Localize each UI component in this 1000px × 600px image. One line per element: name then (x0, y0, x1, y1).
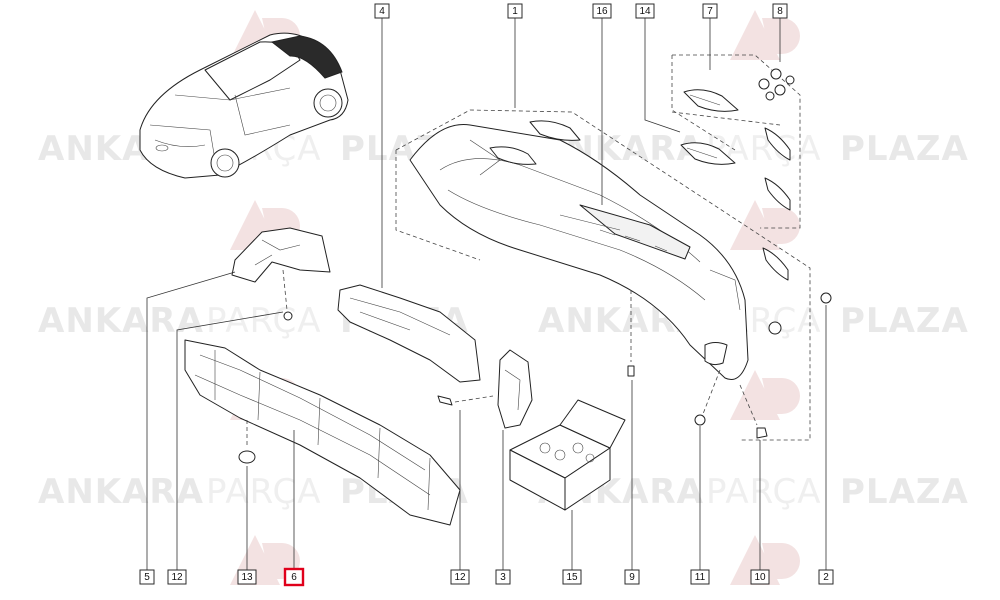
svg-text:13: 13 (241, 572, 253, 583)
right-bumper-bracket (497, 349, 533, 429)
callout-label-14: 14 (635, 3, 655, 19)
rear-bumper-cover (409, 120, 749, 380)
callout-label-11: 11 (690, 569, 710, 585)
watermark-word: PLAZA (840, 301, 969, 341)
callout-label-3: 3 (495, 569, 511, 585)
svg-text:6: 6 (291, 572, 297, 583)
callout-label-9: 9 (624, 569, 640, 585)
watermark-logo-icon (730, 200, 800, 250)
watermark-logo-icon (730, 370, 800, 420)
callout-label-7: 7 (702, 3, 718, 19)
left-bumper-bracket (231, 227, 331, 283)
callout-labels: 4 1 16 14 7 8 5 12 (139, 3, 834, 587)
callout-label-16: 16 (592, 3, 612, 19)
watermark-word: ANKARA (38, 472, 204, 512)
callout-label-8: 8 (772, 3, 788, 19)
reflector-trims (680, 89, 739, 165)
fastener-11 (694, 369, 721, 426)
callout-label-1: 1 (507, 3, 523, 19)
callout-label-6-highlighted: 6 (283, 567, 305, 587)
car-thumbnail (139, 32, 349, 179)
bumper-center-trim (559, 214, 621, 231)
svg-text:15: 15 (566, 572, 578, 583)
svg-text:12: 12 (171, 572, 183, 583)
watermark-word: PLAZA (840, 472, 969, 512)
svg-text:9: 9 (629, 572, 635, 583)
svg-text:2: 2 (823, 572, 829, 583)
callout-label-10: 10 (750, 569, 770, 585)
bumper-dashed-outline (395, 54, 811, 441)
callout-label-5: 5 (139, 569, 155, 585)
svg-text:4: 4 (379, 6, 385, 17)
watermark-word: PARÇA (706, 472, 822, 512)
nut-13 (238, 420, 256, 464)
fasteners-kit-box (509, 399, 626, 511)
svg-text:12: 12 (454, 572, 466, 583)
callout-label-12-right: 12 (450, 569, 470, 585)
highlighted-rear-section (270, 35, 343, 79)
screw-9 (627, 290, 635, 377)
side-clip-brackets (762, 127, 791, 281)
svg-text:5: 5 (144, 572, 150, 583)
callout-label-12-left: 12 (167, 569, 187, 585)
rear-crossmember (337, 284, 481, 383)
callout-label-13: 13 (237, 569, 257, 585)
bumper-energy-absorber (184, 339, 461, 526)
callout-label-4: 4 (374, 3, 390, 19)
watermark-logo-icon (730, 535, 800, 585)
svg-text:3: 3 (500, 572, 506, 583)
small-clips-group (758, 68, 832, 335)
watermark-word: PARÇA (206, 301, 322, 341)
push-clip-right (437, 395, 494, 406)
callout-label-2: 2 (818, 569, 834, 585)
svg-text:1: 1 (512, 6, 518, 17)
push-clip-left (282, 269, 293, 321)
watermark-word: ANKARA (38, 301, 204, 341)
leader-lines (146, 18, 827, 570)
svg-text:11: 11 (695, 572, 706, 583)
watermark-logo-icon (730, 10, 800, 60)
svg-text:8: 8 (777, 6, 783, 17)
callout-label-15: 15 (562, 569, 582, 585)
svg-text:7: 7 (707, 6, 713, 17)
watermark-word: PLAZA (840, 129, 969, 169)
svg-text:14: 14 (639, 6, 651, 17)
svg-text:10: 10 (754, 572, 766, 583)
watermark-word: PARÇA (206, 472, 322, 512)
svg-text:16: 16 (596, 6, 608, 17)
fastener-10 (739, 384, 768, 439)
